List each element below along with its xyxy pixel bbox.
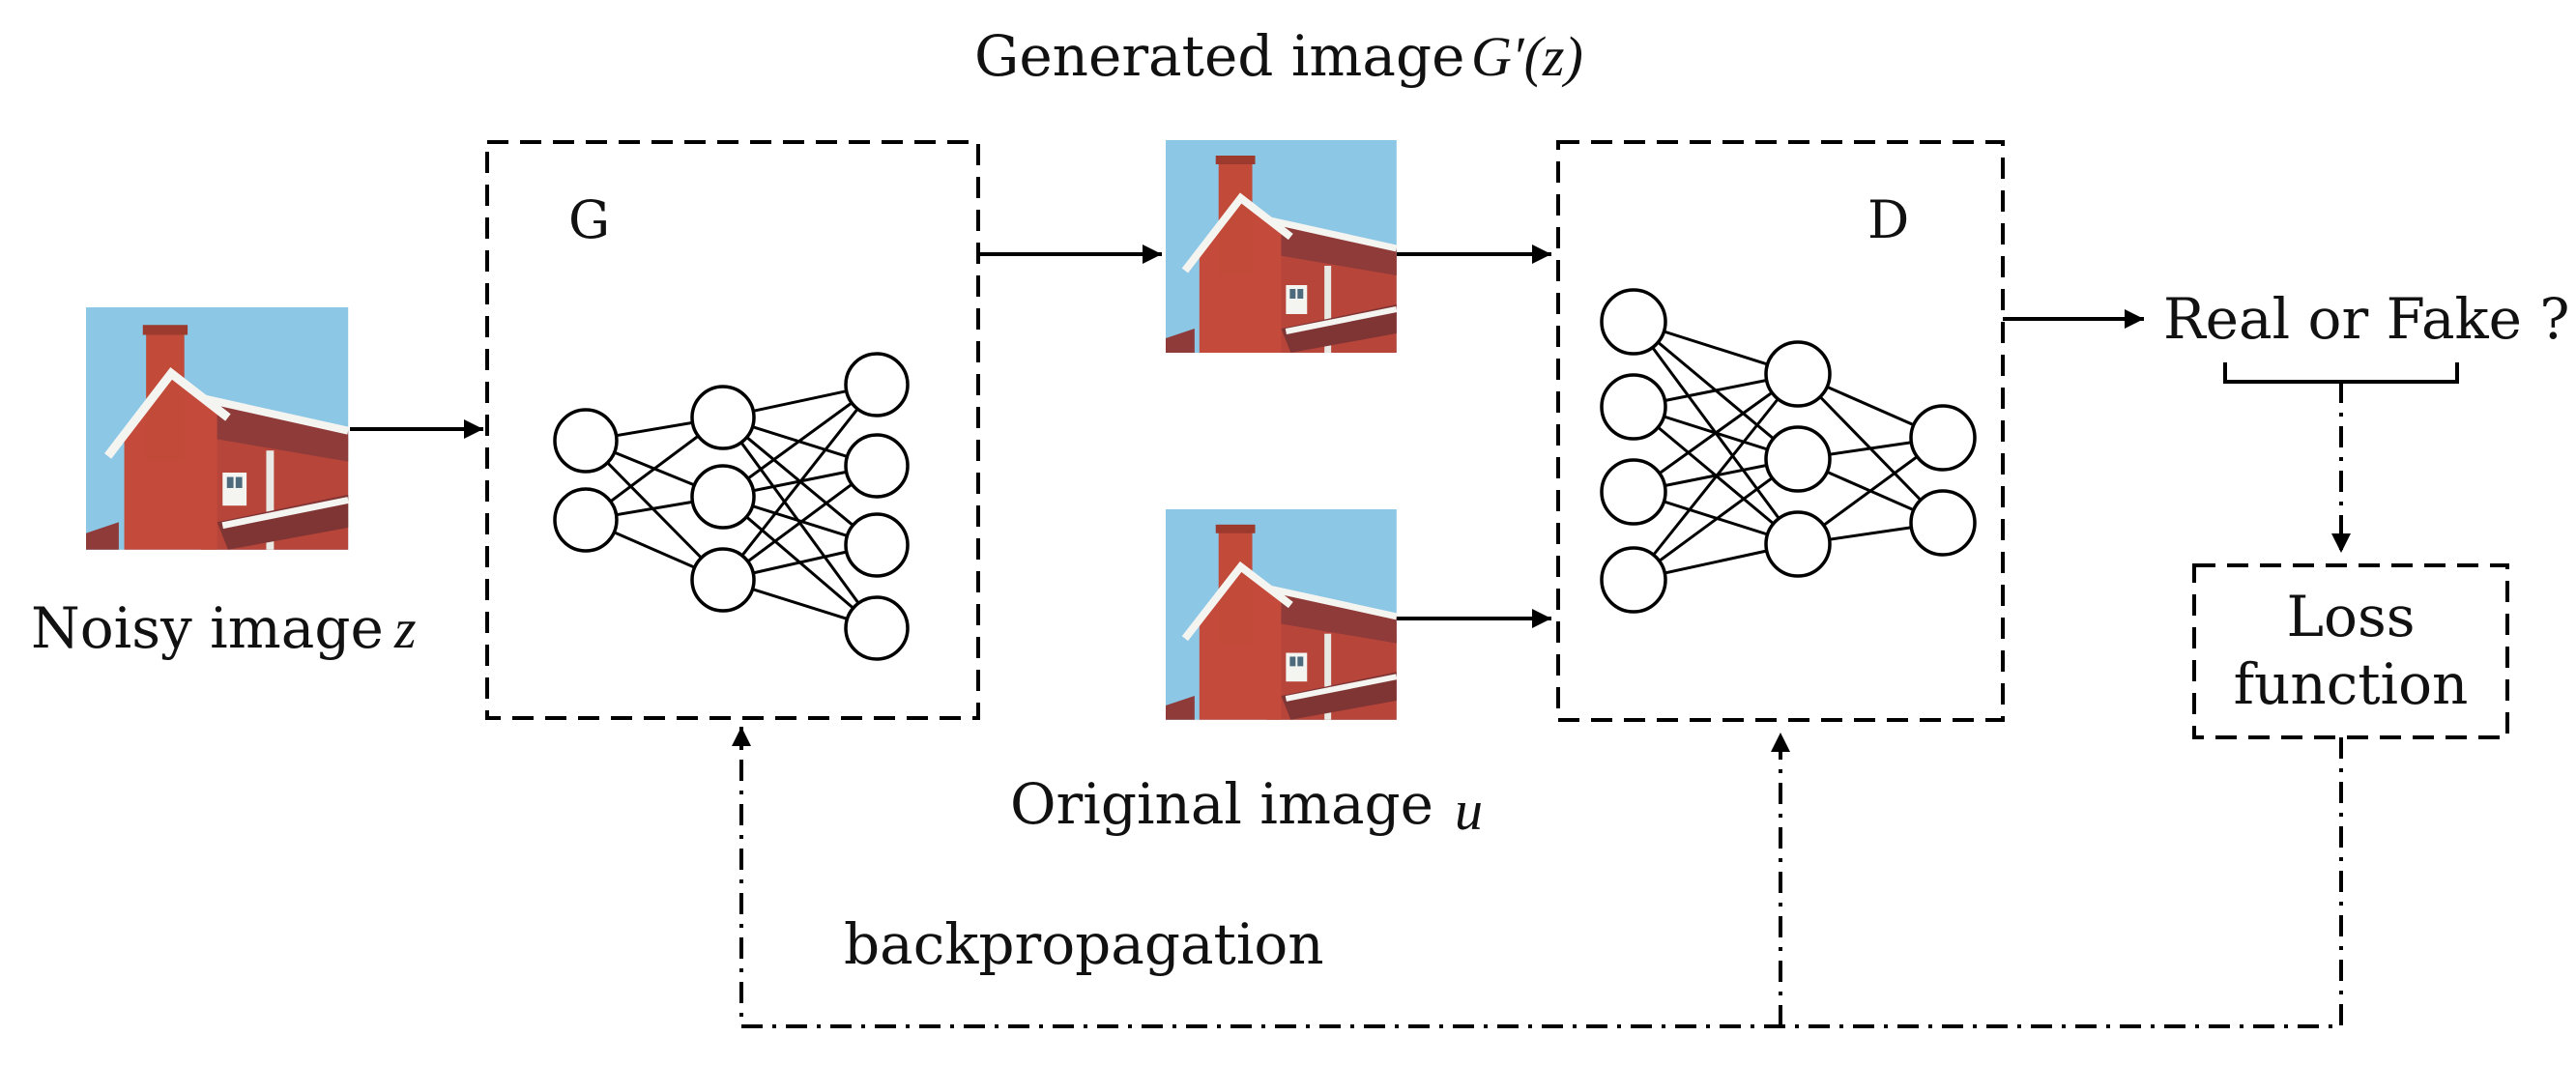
discriminator-title: D [1867, 189, 1909, 250]
discriminator-network [1600, 288, 1977, 614]
noisy-image [86, 307, 348, 550]
backprop-line-to-generator [732, 727, 2343, 1028]
noisy-image-math: z [393, 597, 417, 660]
generated-image-math: G′(z) [1471, 25, 1583, 88]
discriminator-neuron-layer3 [1909, 489, 1977, 557]
discriminator-neuron-layer1 [1600, 373, 1667, 441]
generator-neuron-layer2 [690, 464, 756, 530]
noisy-image-label: Noisy image [31, 595, 384, 661]
discriminator-neuron-layer3 [1909, 404, 1977, 472]
discriminator-connection [1632, 373, 1800, 581]
original-image-label: Original image [1010, 771, 1433, 837]
discriminator-neuron-layer2 [1764, 340, 1832, 408]
original-image [1166, 509, 1397, 720]
discriminator-neuron-layer2 [1764, 510, 1832, 578]
discriminator-connection [1633, 372, 1799, 494]
loss-label-line1: Loss [2287, 584, 2416, 649]
generator-network [553, 352, 910, 661]
generator-neuron-layer1 [553, 487, 619, 553]
generator-neuron-layer3 [844, 352, 910, 417]
discriminator-neuron-layer1 [1600, 288, 1667, 356]
generator-neuron-layer2 [690, 385, 756, 450]
generator-box [485, 140, 980, 720]
generator-title: G [568, 189, 610, 250]
generator-neuron-layer1 [553, 408, 619, 474]
generator-neuron-layer3 [844, 595, 910, 661]
original-image-math: u [1455, 779, 1483, 842]
generator-neuron-layer3 [844, 512, 910, 578]
output-label: Real or Fake ? [2163, 286, 2570, 352]
discriminator-box [1556, 140, 2005, 722]
backprop-label: backpropagation [844, 911, 1324, 977]
generator-connection [721, 384, 879, 581]
generated-image-label: Generated image [974, 23, 1464, 89]
generated-image [1166, 140, 1397, 353]
generator-neuron-layer2 [690, 547, 756, 613]
discriminator-connection [1633, 457, 1799, 582]
discriminator-neuron-layer2 [1764, 425, 1832, 493]
discriminator-neuron-layer1 [1600, 458, 1667, 526]
output-bracket [2223, 362, 2459, 384]
loss-label-line2: function [2234, 651, 2469, 717]
discriminator-neuron-layer1 [1600, 546, 1667, 614]
loss-function-box [2192, 563, 2509, 739]
generator-neuron-layer3 [844, 433, 910, 499]
